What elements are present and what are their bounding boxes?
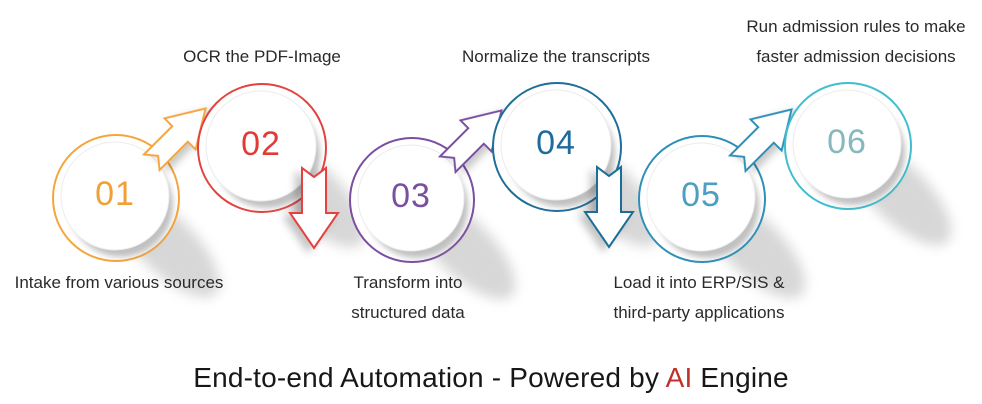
footer-title: End-to-end Automation - Powered by AI En… [0,362,982,394]
step-caption-1-line-1: Intake from various sources [14,273,224,292]
step-caption-4-line-1: Normalize the transcripts [461,47,651,66]
step-caption-2: OCR the PDF-Image [183,42,341,72]
step-number-2: 02 [241,124,281,163]
step-caption-5-line-2: third-party applications [613,303,785,322]
step-caption-5-line-1: Load it into ERP/SIS & [613,273,785,292]
step-caption-2-line-1: OCR the PDF-Image [183,47,341,66]
step-number-1: 01 [95,174,135,213]
footer-title-prefix: End-to-end Automation - Powered by [193,362,666,393]
footer-title-suffix: Engine [692,362,789,393]
step-number-6: 06 [827,122,867,161]
step-caption-3: Transform into structured data [351,268,464,328]
step-caption-6: Run admission rules to make faster admis… [746,12,965,72]
step-caption-5: Load it into ERP/SIS & third-party appli… [613,268,784,328]
ai-highlight: AI [665,362,693,393]
step-caption-1: Intake from various sources [15,268,224,298]
step-number-3: 03 [391,176,431,215]
step-number-4: 04 [536,123,576,162]
step-caption-3-line-2: structured data [351,303,465,322]
step-caption-6-line-1: Run admission rules to make [746,17,966,36]
step-caption-3-line-1: Transform into [353,273,463,292]
step-number-5: 05 [681,175,721,214]
step-caption-4: Normalize the transcripts [462,42,650,72]
step-caption-6-line-2: faster admission decisions [756,47,956,66]
